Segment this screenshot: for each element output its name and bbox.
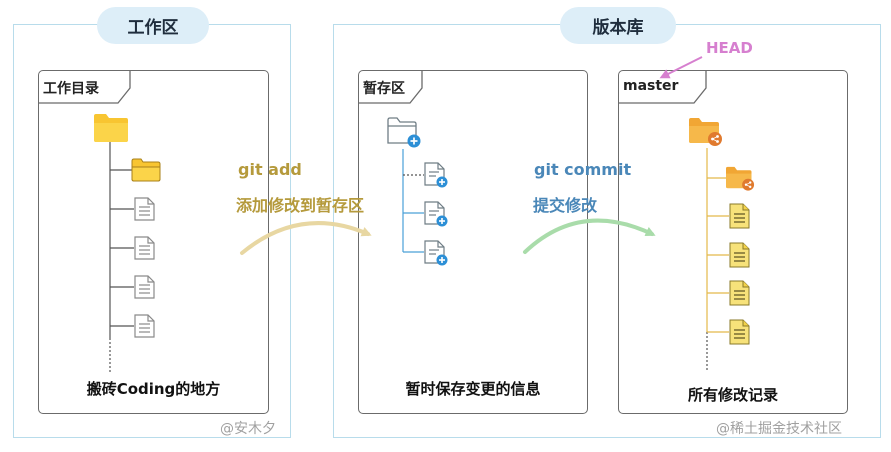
git-commit-arrow — [523, 218, 656, 254]
author-watermark: @安木夕 — [220, 421, 276, 437]
site-watermark: @稀土掘金技术社区 — [716, 421, 842, 437]
folder-icon — [94, 114, 128, 142]
document-icon — [134, 236, 155, 260]
git-add-arrow — [240, 221, 372, 255]
master-branch-tab — [618, 70, 707, 104]
staging-area-label: 暂存区 — [363, 81, 405, 97]
master-branch-panel — [618, 70, 848, 414]
document-icon — [134, 314, 155, 338]
document-yellow-icon — [729, 280, 750, 306]
folder-share-icon — [688, 117, 723, 147]
workspace-title: 工作区 — [97, 7, 209, 44]
git-commit-command: git commit — [534, 160, 632, 179]
document-icon — [134, 275, 155, 299]
document-plus-icon — [424, 240, 449, 267]
git-commit-description: 提交修改 — [533, 196, 598, 215]
staging-folder-icon — [387, 117, 421, 148]
head-pointer-arrow — [659, 56, 703, 79]
workspace-tree — [109, 142, 134, 372]
repository-title: 版本库 — [560, 7, 676, 44]
document-yellow-icon — [729, 203, 750, 229]
staging-tree — [402, 149, 424, 253]
git-add-description: 添加修改到暂存区 — [236, 196, 365, 215]
git-add-command: git add — [238, 160, 302, 179]
document-icon — [134, 197, 155, 221]
folder-share-icon — [725, 166, 755, 192]
folder-open-icon — [131, 158, 161, 182]
document-plus-icon — [424, 201, 449, 228]
staging-caption: 暂时保存变更的信息 — [405, 380, 541, 398]
master-caption: 所有修改记录 — [687, 386, 778, 404]
document-yellow-icon — [729, 242, 750, 268]
master-branch-label: master — [623, 78, 679, 94]
staging-area-tab — [358, 70, 423, 104]
working-directory-tab — [38, 70, 131, 104]
head-label: HEAD — [706, 39, 753, 57]
working-directory-label: 工作目录 — [43, 81, 99, 97]
master-tree — [706, 148, 729, 372]
document-yellow-icon — [729, 319, 750, 345]
workspace-caption: 搬砖Coding的地方 — [86, 380, 221, 398]
document-plus-icon — [424, 162, 449, 189]
